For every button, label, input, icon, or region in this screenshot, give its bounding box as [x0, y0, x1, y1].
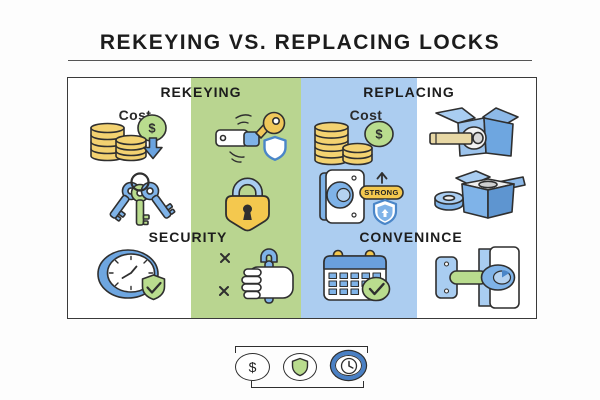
replacing-cost-label: Cost: [349, 107, 383, 123]
new-lock-box-icon: [429, 107, 519, 157]
shield-icon: [291, 357, 309, 377]
door-lever-icon: [435, 246, 520, 309]
dollar-glyph: $: [148, 121, 156, 136]
dollar-glyph: $: [375, 127, 383, 142]
rekeying-header: REKEYING: [160, 84, 242, 100]
page-title: REKEYING VS. REPLACING LOCKS: [99, 31, 501, 54]
rekey-key-tag-icon: [215, 111, 287, 163]
strong-lock-icon: STRONG: [319, 169, 404, 226]
security-header: SECURITY: [148, 229, 228, 245]
comparison-panel: REKEYING REPLACING Cost Cost SECURITY CO…: [67, 77, 537, 319]
calendar-check-icon: [323, 249, 391, 302]
title-divider: [68, 60, 532, 61]
clock-badge-icon: [331, 351, 366, 380]
legend-bracket-bottom: [251, 381, 364, 388]
shield-badge-icon: [283, 353, 317, 381]
keys-bundle-icon: [109, 172, 176, 226]
cost-coins-icon: $: [314, 120, 394, 166]
clock-icon: [340, 357, 357, 374]
dollar-badge-icon: $: [235, 353, 270, 381]
strong-badge-label: STRONG: [364, 188, 398, 197]
cost-coins-decrease-icon: $: [90, 114, 167, 162]
convenience-header: CONVENINCE: [359, 229, 463, 245]
legend-bracket-top: [235, 346, 368, 353]
padlock-icon: [225, 177, 270, 232]
lock-cylinder-box-icon: [434, 170, 526, 219]
replacing-header: REPLACING: [363, 84, 455, 100]
clock-shield-icon: [97, 249, 166, 301]
wrench-hand-icon: [219, 248, 294, 304]
dollar-glyph: $: [248, 359, 257, 375]
